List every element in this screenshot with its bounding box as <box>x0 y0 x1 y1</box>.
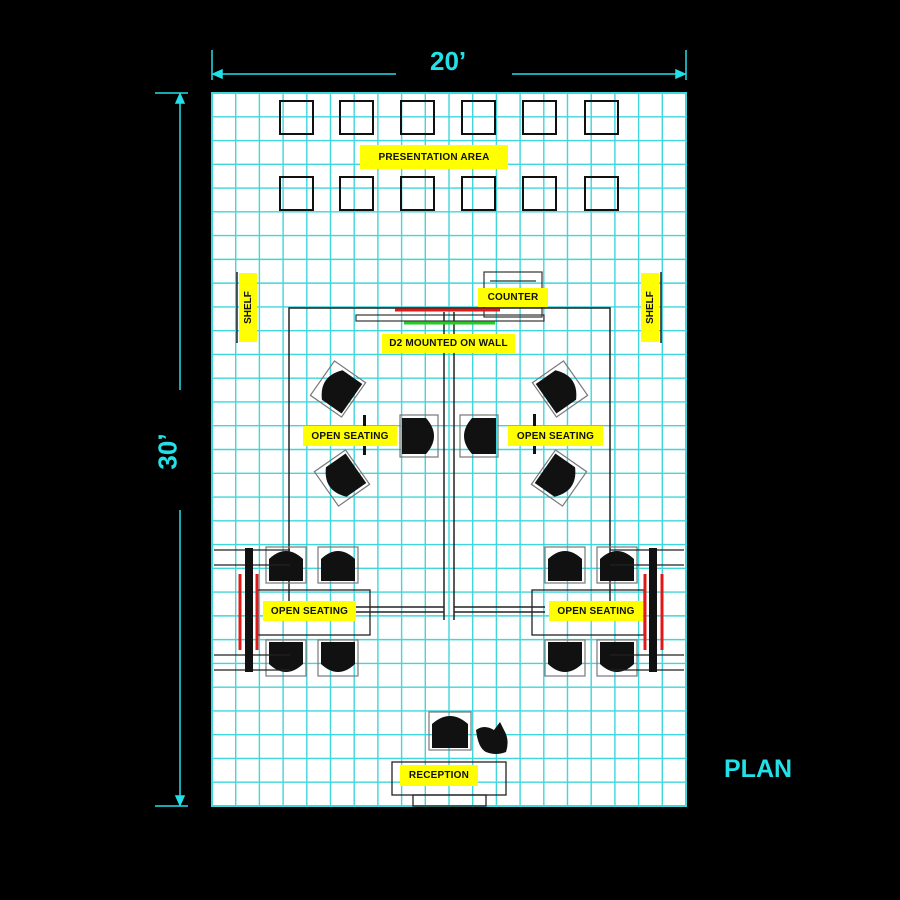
chair-icon <box>399 414 439 458</box>
chair-icon <box>317 639 359 677</box>
open-seating-upper-right-label: OPEN SEATING <box>508 426 603 446</box>
shelf-left-label: SHELF <box>239 273 257 342</box>
plant-icon <box>476 722 508 754</box>
presentation-seat <box>339 176 374 211</box>
reception-label: RECEPTION <box>400 765 478 786</box>
presentation-seat <box>461 100 496 135</box>
shelf-right-text: SHELF <box>644 291 656 324</box>
chair-icon <box>531 360 589 418</box>
plan-title: PLAN <box>724 755 793 783</box>
width-dimension-label: 20’ <box>430 46 467 76</box>
presentation-seat <box>279 100 314 135</box>
chair-icon <box>459 414 499 458</box>
open-seating-upper-left-label: OPEN SEATING <box>303 426 397 446</box>
presentation-seat <box>400 176 435 211</box>
chair-icon <box>265 639 307 677</box>
open-seating-lower-left-label: OPEN SEATING <box>263 601 356 621</box>
presentation-seat <box>522 100 557 135</box>
lower-right-table <box>531 549 684 671</box>
presentation-seat <box>522 176 557 211</box>
chair-icon <box>544 639 586 677</box>
shelf-right-label: SHELF <box>641 273 659 342</box>
presentation-seat <box>584 176 619 211</box>
chair-icon <box>313 449 371 507</box>
depth-dimension-label: 30’ <box>152 433 183 470</box>
red-walls-lower <box>238 574 664 650</box>
counter-label: COUNTER <box>478 288 548 307</box>
presentation-seat <box>339 100 374 135</box>
chair-icon <box>309 360 367 418</box>
chair-icon <box>428 711 472 751</box>
inner-walls <box>288 307 611 620</box>
presentation-seat <box>461 176 496 211</box>
chairs <box>265 360 638 751</box>
chair-icon <box>530 449 588 507</box>
chair-icon <box>596 639 638 677</box>
chair-icon <box>544 546 586 584</box>
presentation-seat <box>584 100 619 135</box>
grid <box>212 93 686 806</box>
reception-desk <box>391 761 507 807</box>
d2-mounted-label: D2 MOUNTED ON WALL <box>382 334 515 353</box>
shelf-left-text: SHELF <box>242 291 254 324</box>
chair-icon <box>317 546 359 584</box>
display-panel-right <box>649 548 657 672</box>
open-seating-lower-right-label: OPEN SEATING <box>549 601 643 621</box>
width-dimension-line <box>211 50 687 80</box>
presentation-seats <box>279 100 619 211</box>
presentation-seat <box>400 100 435 135</box>
display-panel-left <box>245 548 253 672</box>
presentation-area-label: PRESENTATION AREA <box>360 145 508 169</box>
presentation-seat <box>279 176 314 211</box>
depth-dimension-line <box>155 92 188 807</box>
